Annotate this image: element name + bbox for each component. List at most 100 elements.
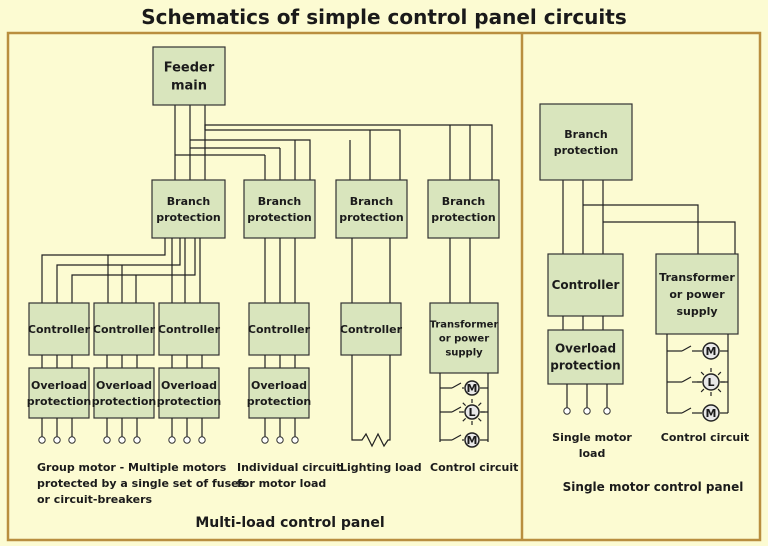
individual-overload	[248, 367, 310, 419]
branch-protection-2-label-line-2: protection	[247, 211, 312, 224]
motor-icon-1-label: M	[467, 382, 478, 395]
group-bus-3	[71, 238, 196, 303]
group-overload-1	[28, 367, 90, 419]
single-controller-label-line-1: Controller	[552, 278, 620, 292]
feeder-main-box-label-line-2: main	[171, 79, 207, 94]
transformer-multi-label-line-1: Transformer	[430, 320, 499, 331]
group-overload-2	[93, 367, 155, 419]
group-terminal-1-3	[68, 436, 76, 444]
group-overload-3-label-line-2: protection	[157, 395, 222, 408]
group-controller-1	[28, 302, 90, 356]
group-controller-3	[158, 302, 220, 356]
single-lamp-icon	[702, 373, 720, 391]
single-lamp-icon-label: L	[707, 376, 714, 389]
single-branch-protection-label-line-1: Branch	[564, 128, 607, 141]
motor-icon-2	[464, 432, 480, 448]
motor-icon-1	[464, 380, 480, 396]
single-switch-3	[681, 407, 692, 414]
branch-protection-3-label-line-2: protection	[339, 211, 404, 224]
group-overload-3-label-line-1: Overload	[161, 379, 217, 392]
transformer-multi-label-line-3: supply	[445, 348, 483, 359]
group-terminal-1-2	[53, 436, 61, 444]
single-branch-protection-label-line-2: protection	[554, 144, 619, 157]
ctrl-switch-1	[451, 382, 462, 389]
panel-title-multi: Multi-load control panel	[195, 515, 384, 531]
single-transformer-label-line-3: supply	[676, 305, 717, 318]
group-overload-1-label-line-1: Overload	[31, 379, 87, 392]
lighting-load-resistor	[351, 355, 391, 448]
single-motor-icon-1	[702, 342, 720, 360]
diagram-title: Schematics of simple control panel circu…	[141, 5, 627, 29]
branch-protection-1-label-line-2: protection	[156, 211, 221, 224]
lamp-icon-1-label: L	[468, 406, 475, 419]
single-lamp-ray	[700, 371, 705, 376]
group-terminal-2-2	[118, 436, 126, 444]
transformer-multi-label-line-2: or power	[439, 334, 489, 345]
single-terminal-1	[563, 407, 571, 415]
caption-individual-1: Individual circuit	[237, 461, 341, 474]
caption-group-motor-3: or circuit-breakers	[37, 493, 153, 506]
single-overload-label-line-2: protection	[550, 359, 620, 373]
transformer-multi	[429, 302, 499, 374]
panel-title-single: Single motor control panel	[563, 480, 744, 494]
individual-controller-label-line-1: Controller	[248, 323, 311, 336]
feeder-main-box	[152, 46, 226, 106]
single-switch-2	[681, 376, 692, 383]
outer-frame	[6, 31, 762, 542]
caption-group-motor-1: Group motor - Multiple motors	[37, 461, 227, 474]
individual-overload-label-line-2: protection	[247, 395, 312, 408]
branch-protection-4-label-line-2: protection	[431, 211, 496, 224]
single-transformer	[655, 253, 739, 335]
caption-lighting-load: Lighting load	[340, 461, 422, 474]
single-switch-1	[681, 345, 692, 352]
group-bus-2	[56, 238, 181, 303]
single-lamp-ray	[717, 371, 722, 376]
single-terminal-3	[603, 407, 611, 415]
caption-individual-2: for motor load	[237, 477, 326, 490]
ctrl-switch-3	[451, 434, 462, 441]
single-transformer-label-line-1: Transformer	[659, 271, 735, 284]
feeder-bus-e	[204, 124, 493, 180]
lamp-ray-1	[462, 417, 467, 422]
branch-protection-4	[427, 179, 500, 239]
caption-single-motor-1: Single motor	[552, 431, 632, 444]
branch-protection-3	[335, 179, 408, 239]
branch-protection-1	[151, 179, 226, 239]
single-controller	[547, 253, 624, 317]
group-overload-2-label-line-2: protection	[92, 395, 157, 408]
motor-icon-2-label: M	[467, 434, 478, 447]
lamp-ray-1	[462, 402, 467, 407]
single-lamp-ray	[717, 388, 722, 393]
caption-single-motor-2: load	[579, 447, 606, 460]
group-controller-2-label-line-1: Controller	[93, 323, 156, 336]
single-overload-label-line-1: Overload	[555, 342, 616, 356]
group-terminal-3-3	[198, 436, 206, 444]
group-terminal-3-1	[168, 436, 176, 444]
individual-overload-label-line-1: Overload	[251, 379, 307, 392]
caption-group-motor-2: protected by a single set of fuses	[37, 477, 246, 490]
group-controller-3-label-line-1: Controller	[158, 323, 221, 336]
group-overload-3	[158, 367, 220, 419]
lighting-controller-label-line-1: Controller	[340, 323, 403, 336]
indiv-terminal-2	[276, 436, 284, 444]
lamp-ray-1	[477, 402, 482, 407]
single-bus-1	[583, 204, 699, 254]
individual-controller	[248, 302, 310, 356]
indiv-terminal-3	[291, 436, 299, 444]
branch-protection-2	[243, 179, 316, 239]
feeder-main-box-label-line-1: Feeder	[164, 61, 215, 76]
lamp-ray-1	[477, 417, 482, 422]
group-terminal-2-1	[103, 436, 111, 444]
single-lamp-ray	[700, 388, 705, 393]
group-overload-1-label-line-2: protection	[27, 395, 92, 408]
ctrl-switch-2	[451, 406, 462, 413]
branch-protection-2-label-line-1: Branch	[258, 195, 301, 208]
group-overload-2-label-line-1: Overload	[96, 379, 152, 392]
lamp-icon-1	[464, 404, 480, 420]
group-terminal-1-1	[38, 436, 46, 444]
single-terminal-2	[583, 407, 591, 415]
indiv-terminal-1	[261, 436, 269, 444]
single-overload	[547, 329, 624, 385]
